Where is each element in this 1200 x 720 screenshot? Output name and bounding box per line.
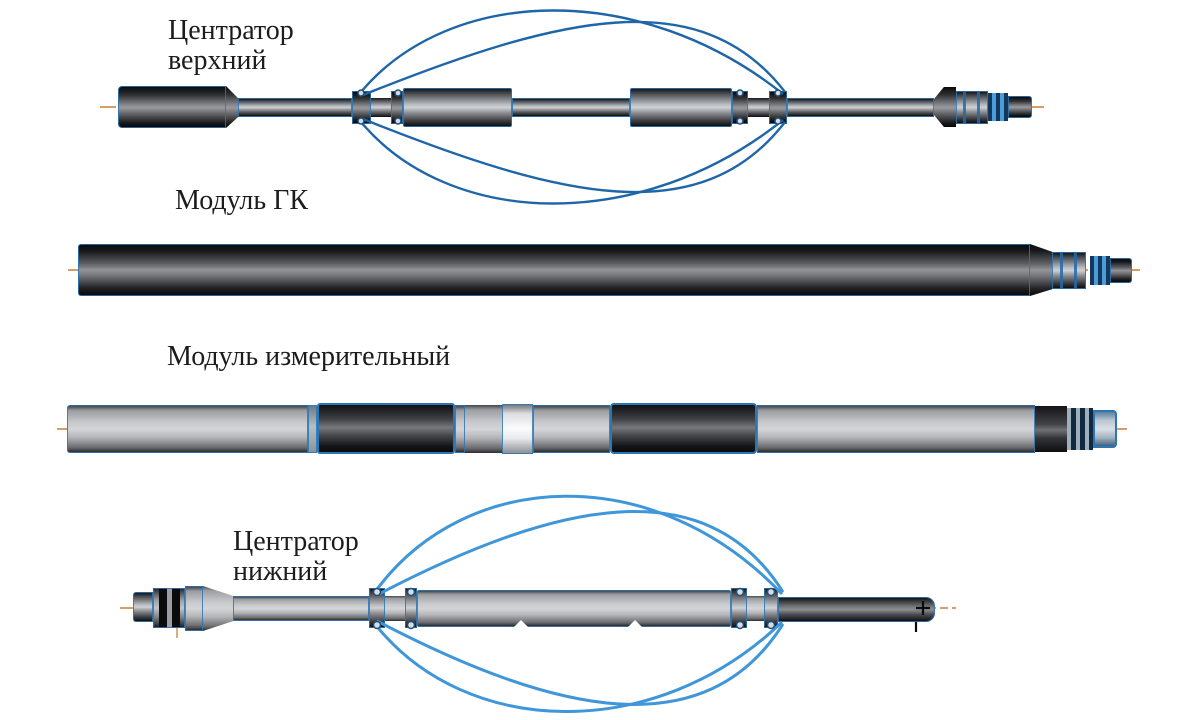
body-segment	[630, 88, 732, 127]
ribbed-connector	[1052, 252, 1086, 289]
lower-centralizer-bow-spring	[376, 510, 785, 597]
connector-ring	[769, 91, 787, 124]
o-ring-band	[153, 588, 185, 628]
upper-centralizer-label: Центратор верхний	[168, 15, 294, 77]
measuring-module-label: Модуль измерительный	[167, 341, 451, 372]
body-segment	[118, 86, 226, 128]
rod-segment	[778, 597, 935, 622]
body-segment	[67, 405, 308, 453]
rod-segment	[385, 596, 405, 621]
label-line: Центратор	[233, 526, 359, 557]
rod-segment	[371, 98, 391, 117]
rod-segment	[748, 98, 769, 117]
body-segment	[78, 244, 1030, 296]
label-line: нижний	[233, 556, 328, 588]
label-line: Модуль ГК	[175, 185, 309, 216]
rod-segment	[233, 596, 369, 621]
notch	[514, 620, 528, 627]
label-line: Центратор	[168, 15, 294, 46]
lower-centralizer-bow-spring	[376, 619, 785, 706]
lower-centralizer-bow-spring	[373, 620, 784, 713]
connector-ring	[369, 588, 385, 628]
connector-ring	[405, 588, 417, 628]
connector-ring	[391, 91, 403, 124]
rod-segment	[787, 98, 934, 117]
ribbed-connector	[1090, 256, 1110, 285]
ring-line	[977, 92, 980, 123]
connector-ring	[352, 91, 371, 124]
body-segment	[465, 405, 502, 453]
upper-centralizer-bow-spring	[360, 9, 784, 95]
white-band-segment	[502, 404, 533, 454]
body-segment	[403, 88, 512, 127]
connector-ring	[732, 91, 748, 124]
taper-segment	[203, 586, 233, 631]
body-segment	[533, 405, 610, 453]
taper-segment	[1030, 244, 1052, 296]
upper-centralizer-bow-spring	[362, 117, 786, 194]
connector-ring	[731, 588, 747, 628]
end-cap	[1110, 258, 1132, 283]
ring-line	[1060, 253, 1063, 288]
gk-module-label: Модуль ГК	[175, 185, 309, 216]
taper-segment	[226, 86, 238, 128]
end-cap	[1093, 410, 1117, 448]
connector-ring	[455, 405, 465, 453]
notch	[628, 620, 642, 627]
body-segment	[757, 405, 1035, 453]
upper-centralizer-bow-spring	[362, 20, 786, 97]
ribbed-connector	[1067, 408, 1093, 450]
ring-line	[1074, 253, 1077, 288]
dark-housing-segment	[610, 403, 757, 454]
rod-segment	[747, 596, 764, 621]
rod-segment	[238, 98, 352, 117]
connector-ring	[308, 405, 317, 453]
connector-ring	[1035, 406, 1067, 452]
label-line: Модуль измерительный	[167, 341, 451, 372]
rod-segment	[512, 98, 630, 117]
connector-ring	[764, 588, 778, 628]
lower-centralizer-label: Центратор нижний	[233, 526, 359, 588]
ribbed-connector	[956, 91, 988, 124]
ring-line	[963, 92, 966, 123]
lower-centralizer-bow-spring	[373, 494, 784, 596]
end-cap	[1008, 96, 1032, 118]
dark-housing-segment	[317, 403, 455, 454]
taper-segment	[934, 87, 956, 127]
end-cap	[133, 592, 153, 622]
body-segment	[417, 590, 731, 627]
body-segment	[185, 586, 203, 631]
label-line: верхний	[168, 45, 267, 77]
ribbed-connector	[988, 93, 1008, 121]
upper-centralizer-bow-spring	[360, 119, 784, 205]
